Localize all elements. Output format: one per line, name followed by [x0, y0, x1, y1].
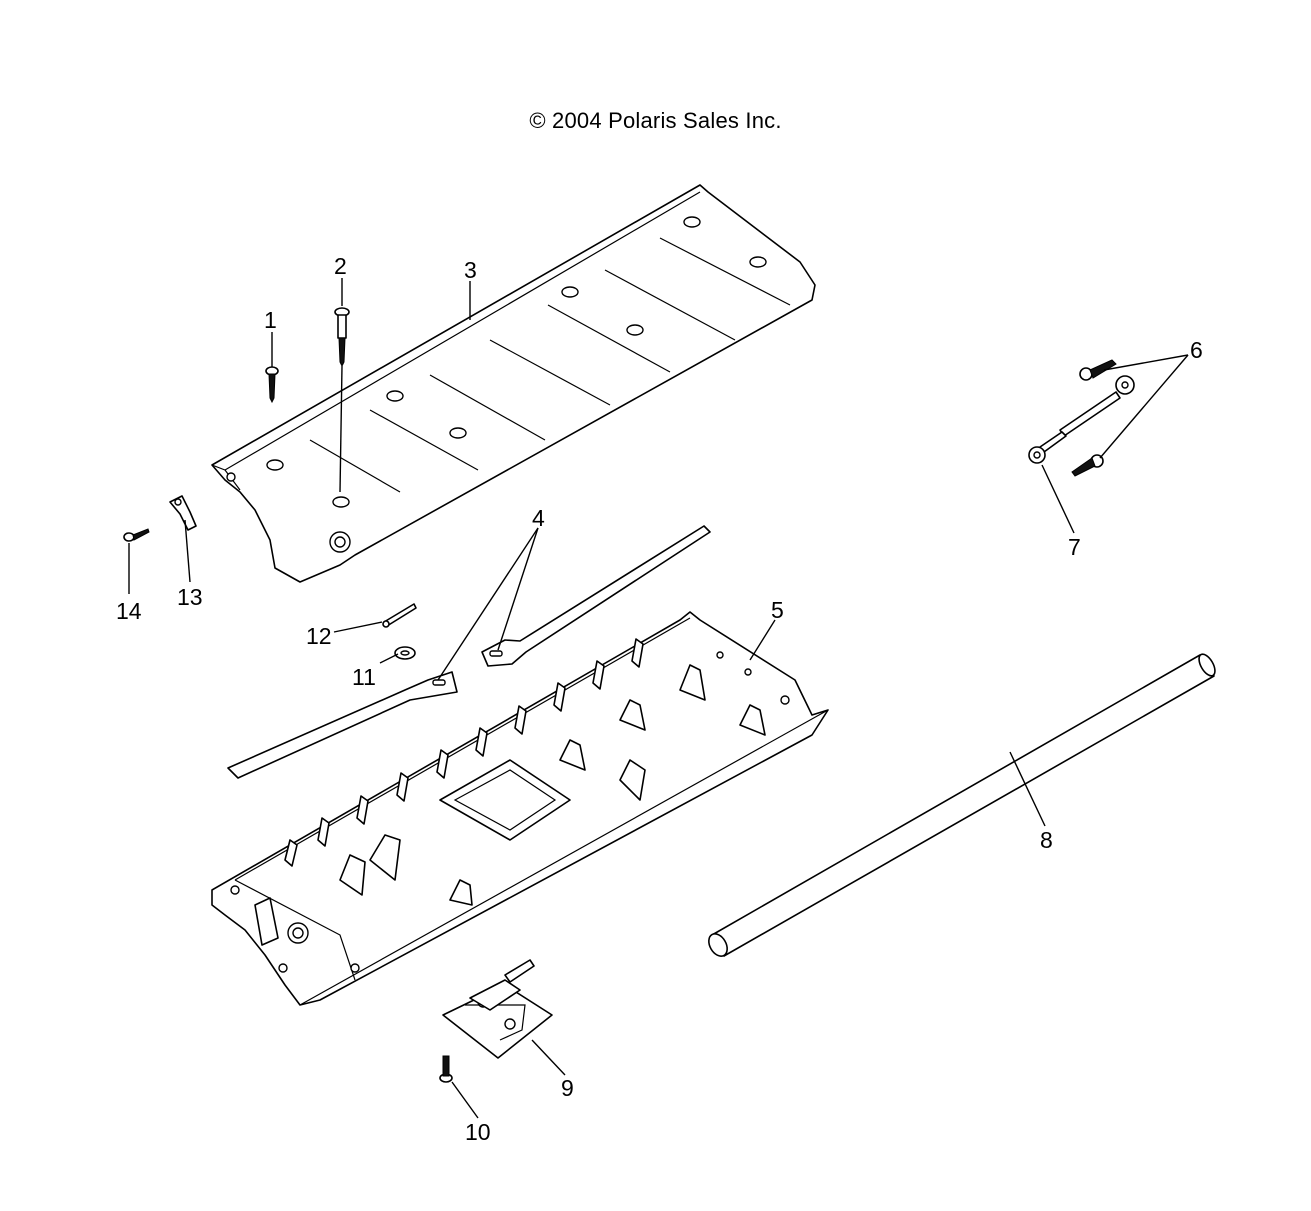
callout-6: 6 [1190, 337, 1203, 363]
callout-3: 3 [464, 257, 477, 283]
part-4-strap-right [481, 525, 711, 667]
part-9-latch [442, 959, 553, 1059]
part-3-upper-cover [211, 184, 816, 583]
part-11-washer [394, 646, 416, 660]
part-6-screw-lower [1071, 454, 1104, 477]
callout-7: 7 [1068, 534, 1081, 560]
part-13-bracket [169, 495, 197, 531]
callout-10: 10 [465, 1119, 491, 1145]
part-14-screw [123, 528, 150, 542]
leader-lines [128, 278, 1189, 1119]
callout-labels: 1 2 3 4 5 6 7 8 9 10 11 12 13 14 [116, 253, 1203, 1145]
part-4-strap-left [227, 671, 458, 779]
callout-1: 1 [264, 307, 277, 333]
part-10-screw [439, 1055, 453, 1083]
callout-4: 4 [532, 505, 545, 531]
part-12-pin [382, 603, 417, 628]
part-7-bolt [1028, 375, 1135, 464]
callout-14: 14 [116, 598, 142, 624]
callout-13: 13 [177, 584, 203, 610]
callout-9: 9 [561, 1075, 574, 1101]
callout-8: 8 [1040, 827, 1053, 853]
part-1-screw [265, 366, 279, 404]
part-2-screw [334, 307, 350, 368]
callout-11: 11 [352, 664, 376, 690]
part-5-lower-tray [211, 611, 829, 1006]
callout-5: 5 [771, 597, 784, 623]
callout-2: 2 [334, 253, 347, 279]
part-6-screw-upper [1079, 359, 1117, 381]
callout-12: 12 [306, 623, 332, 649]
part-8-rod [708, 653, 1216, 957]
copyright-notice: © 2004 Polaris Sales Inc. [529, 108, 782, 133]
